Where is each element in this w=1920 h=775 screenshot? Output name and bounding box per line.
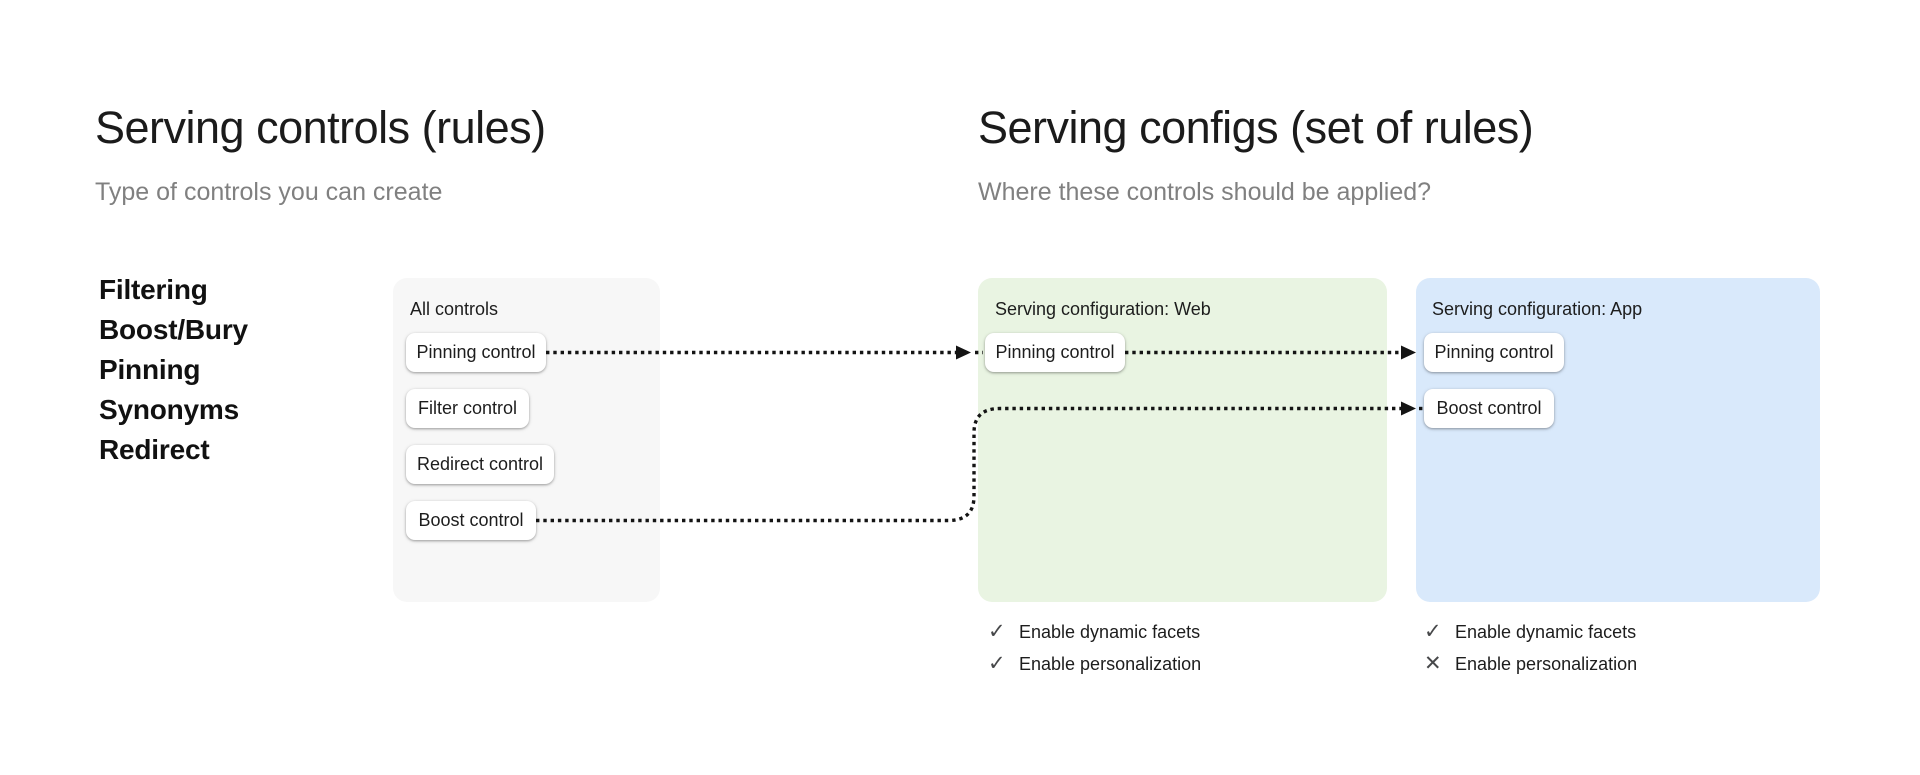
feature-label: Enable personalization — [1019, 653, 1202, 674]
boost-to-app-arrowhead — [1401, 401, 1416, 416]
all-controls-card: All controls Pinning control Filter cont… — [393, 278, 660, 602]
x-icon: ✕ — [1424, 652, 1442, 675]
app-boost-control-chip: Boost control — [1424, 389, 1554, 428]
app-feature-dynamic-facets: ✓ Enable dynamic facets — [1424, 619, 1636, 645]
app-pinning-control-chip: Pinning control — [1424, 333, 1564, 372]
web-config-card: Serving configuration: Web Pinning contr… — [978, 278, 1387, 602]
right-subtitle: Where these controls should be applied? — [978, 178, 1432, 206]
app-feature-personalization: ✕ Enable personalization — [1424, 651, 1637, 677]
feature-label: Enable dynamic facets — [1019, 621, 1201, 642]
filter-control-chip: Filter control — [406, 389, 529, 428]
pinning-to-app-arrowhead — [1401, 345, 1416, 360]
boost-control-chip: Boost control — [406, 501, 536, 540]
web-feature-personalization: ✓ Enable personalization — [988, 651, 1201, 677]
control-type-filtering: Filtering — [99, 274, 208, 305]
all-controls-card-label: All controls — [410, 299, 499, 319]
left-header: Serving controls (rules) Type of control… — [95, 100, 546, 207]
feature-label: Enable personalization — [1455, 653, 1638, 674]
right-title: Serving configs (set of rules) — [978, 102, 1534, 153]
web-config-card-label: Serving configuration: Web — [995, 299, 1211, 319]
control-type-synonyms: Synonyms — [99, 394, 239, 425]
check-icon: ✓ — [988, 620, 1006, 643]
right-header: Serving configs (set of rules) Where the… — [978, 100, 1534, 207]
control-type-redirect: Redirect — [99, 434, 210, 465]
app-config-card-label: Serving configuration: App — [1432, 299, 1643, 319]
pinning-to-web-arrowhead — [956, 345, 971, 360]
control-type-pinning: Pinning — [99, 354, 201, 385]
control-type-boost-bury: Boost/Bury — [99, 314, 248, 345]
pinning-control-chip: Pinning control — [406, 333, 546, 372]
control-types-list: Filtering Boost/Bury Pinning Synonyms Re… — [99, 270, 248, 470]
left-subtitle: Type of controls you can create — [95, 178, 443, 206]
web-feature-dynamic-facets: ✓ Enable dynamic facets — [988, 619, 1200, 645]
app-config-card: Serving configuration: App Pinning contr… — [1416, 278, 1820, 602]
left-title: Serving controls (rules) — [95, 102, 546, 153]
redirect-control-chip: Redirect control — [406, 445, 554, 484]
feature-label: Enable dynamic facets — [1455, 621, 1637, 642]
check-icon: ✓ — [988, 652, 1006, 675]
check-icon: ✓ — [1424, 620, 1442, 643]
web-pinning-control-chip: Pinning control — [985, 333, 1125, 372]
